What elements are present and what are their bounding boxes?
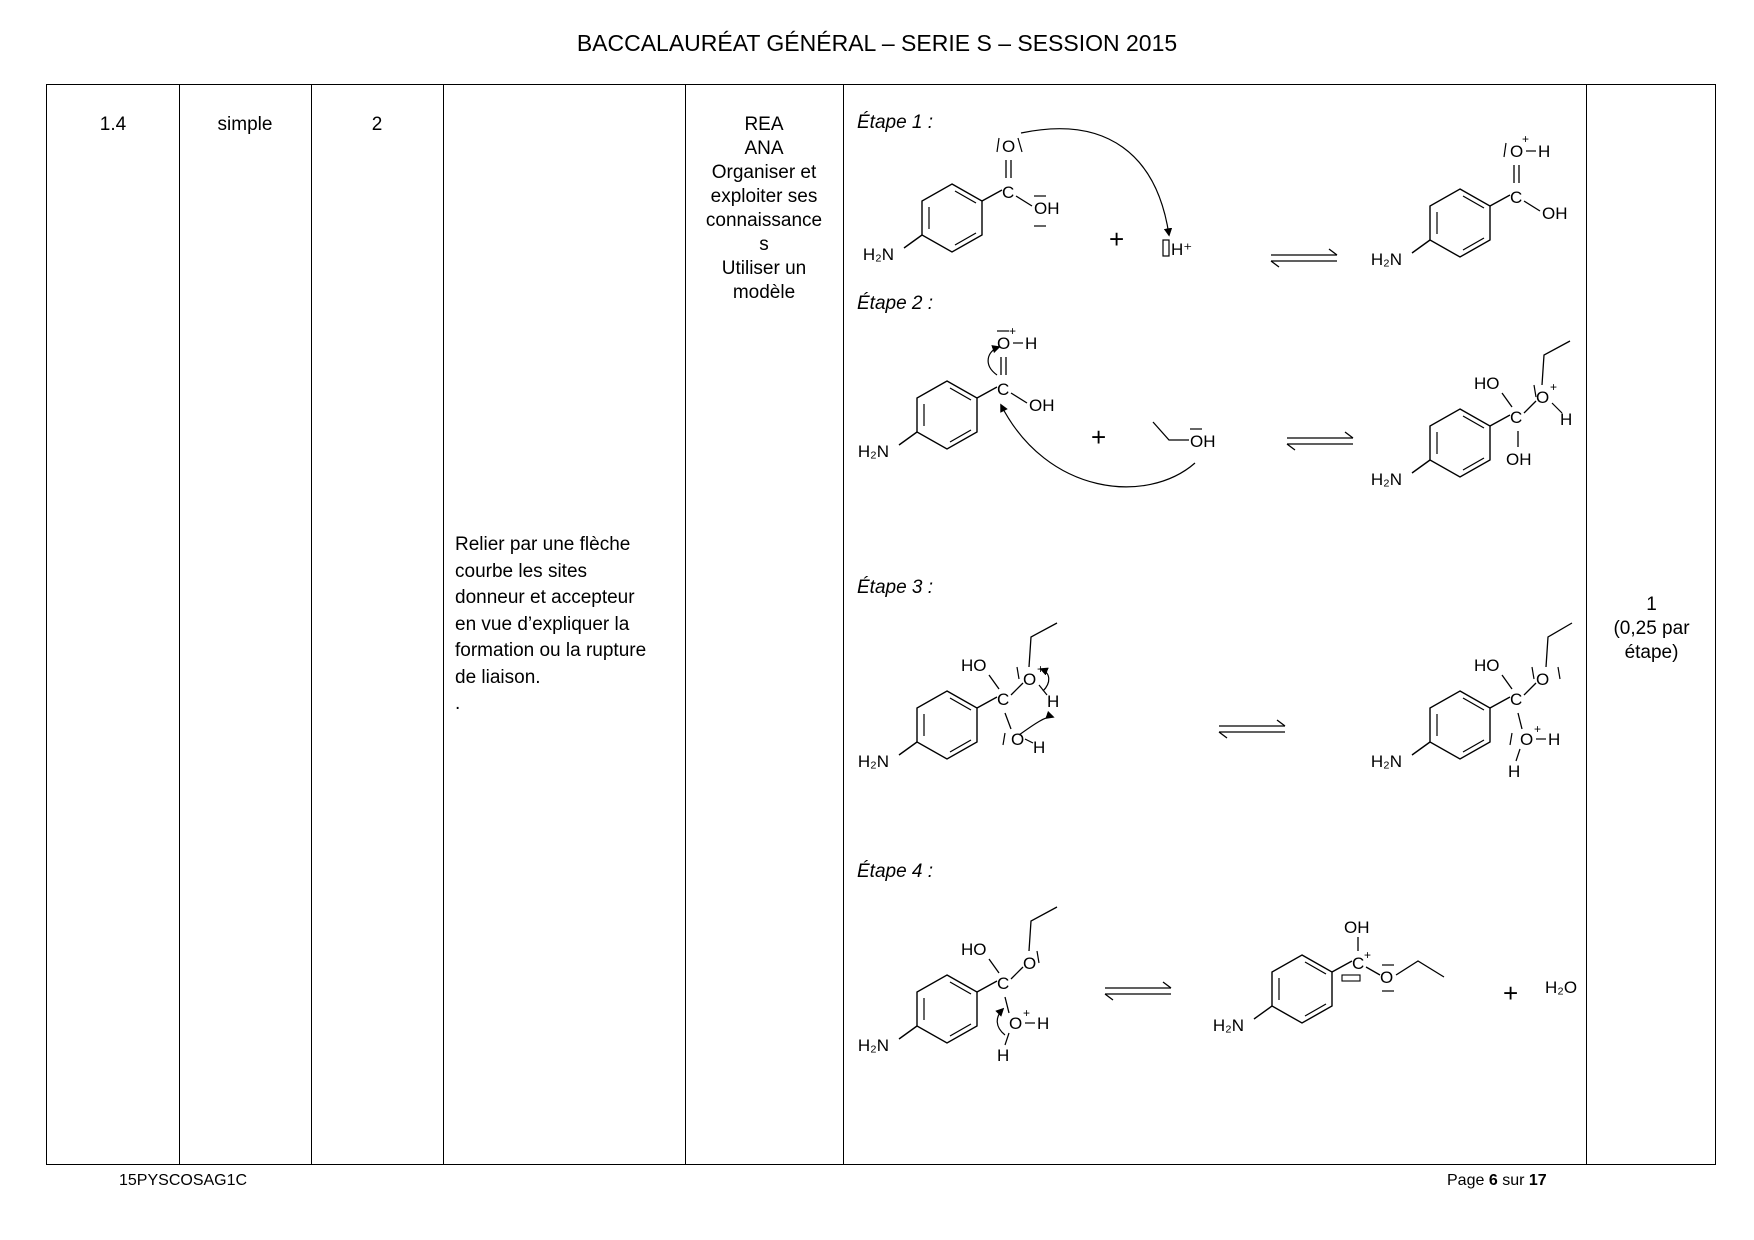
svg-text:H₂N: H₂N bbox=[1371, 250, 1402, 269]
step-4-product: H₂N C + OH O bbox=[1213, 918, 1445, 1035]
points-column: 2 bbox=[371, 114, 383, 135]
water-label: H₂O bbox=[1545, 978, 1577, 997]
svg-text:H₂N: H₂N bbox=[1213, 1016, 1244, 1035]
svg-text:O: O bbox=[1023, 670, 1036, 689]
svg-text:O: O bbox=[1023, 954, 1036, 973]
page-number: Page 6 sur 17 bbox=[1447, 1172, 1547, 1189]
svg-text:HO: HO bbox=[1474, 374, 1500, 393]
svg-text:H: H bbox=[1047, 692, 1059, 711]
step-1-reactant: H₂N C O OH bbox=[863, 137, 1060, 264]
svg-text:H: H bbox=[1025, 334, 1037, 353]
svg-text:HO: HO bbox=[1474, 656, 1500, 675]
amine-label: H₂N bbox=[863, 245, 894, 264]
proton-label: H⁺ bbox=[1171, 240, 1192, 259]
question-type: simple bbox=[217, 114, 273, 135]
equilibrium-arrow bbox=[1104, 981, 1172, 1001]
column-divider bbox=[179, 85, 180, 1164]
svg-text:+: + bbox=[1037, 662, 1044, 676]
step-3-label: Étape 3 : bbox=[857, 577, 934, 598]
page-title: BACCALAURÉAT GÉNÉRAL – SERIE S – SESSION… bbox=[576, 30, 1178, 56]
step-2-label: Étape 2 : bbox=[857, 293, 934, 314]
svg-text:+: + bbox=[1550, 380, 1557, 394]
svg-text:OH: OH bbox=[1344, 918, 1370, 937]
svg-text:H₂N: H₂N bbox=[858, 752, 889, 771]
hydroxyl-label: OH bbox=[1034, 199, 1060, 218]
svg-text:O: O bbox=[1536, 670, 1549, 689]
svg-text:C: C bbox=[997, 380, 1009, 399]
svg-text:+: + bbox=[1522, 132, 1529, 146]
svg-text:H₂N: H₂N bbox=[1371, 752, 1402, 771]
svg-text:OH: OH bbox=[1542, 204, 1568, 223]
svg-text:H: H bbox=[1508, 762, 1520, 781]
svg-text:C: C bbox=[1352, 954, 1364, 973]
step-1-product: H₂N C O + H OH bbox=[1371, 132, 1568, 269]
svg-text:H: H bbox=[1548, 730, 1560, 749]
svg-text:HO: HO bbox=[961, 940, 987, 959]
svg-text:O: O bbox=[1009, 1014, 1022, 1033]
svg-text:H₂N: H₂N bbox=[858, 442, 889, 461]
step-3-reactant: H₂N C HO O + H O H bbox=[858, 622, 1059, 771]
mechanism-drawing: H₂N C O OH + H⁺ H₂N C O + bbox=[858, 128, 1577, 1065]
column-divider bbox=[443, 85, 444, 1164]
oxygen-label: O bbox=[1002, 137, 1015, 156]
plus-sign: + bbox=[1109, 224, 1124, 254]
svg-text:C: C bbox=[997, 974, 1009, 993]
column-divider bbox=[311, 85, 312, 1164]
step-4-label: Étape 4 : bbox=[857, 861, 934, 882]
step-1-label: Étape 1 : bbox=[857, 112, 934, 133]
carbon-label: C bbox=[1002, 183, 1014, 202]
svg-text:H₂N: H₂N bbox=[1371, 470, 1402, 489]
svg-text:+: + bbox=[1091, 422, 1106, 452]
svg-text:H: H bbox=[997, 1046, 1009, 1065]
column-divider bbox=[843, 85, 844, 1164]
column-divider bbox=[685, 85, 686, 1164]
svg-text:H: H bbox=[1538, 142, 1550, 161]
svg-text:O: O bbox=[1380, 968, 1393, 987]
svg-text:C: C bbox=[997, 690, 1009, 709]
step-3-product: H₂N C HO O O + H H bbox=[1371, 622, 1573, 781]
svg-text:O: O bbox=[1011, 730, 1024, 749]
svg-text:HO: HO bbox=[961, 656, 987, 675]
svg-text:H: H bbox=[1033, 738, 1045, 757]
svg-text:H₂N: H₂N bbox=[858, 1036, 889, 1055]
ethanol: OH bbox=[1152, 421, 1216, 451]
document-code: 15PYSCOSAG1C bbox=[119, 1172, 248, 1189]
svg-text:+: + bbox=[1534, 722, 1541, 736]
svg-text:O: O bbox=[1520, 730, 1533, 749]
equilibrium-arrow bbox=[1270, 248, 1338, 268]
column-divider bbox=[1586, 85, 1587, 1164]
svg-text:+: + bbox=[1023, 1006, 1030, 1020]
svg-text:+: + bbox=[1009, 324, 1016, 338]
equilibrium-arrow bbox=[1218, 719, 1286, 739]
svg-text:C: C bbox=[1510, 408, 1522, 427]
equilibrium-arrow bbox=[1286, 431, 1354, 451]
svg-text:+: + bbox=[1364, 948, 1371, 962]
svg-text:+: + bbox=[1503, 978, 1518, 1008]
question-number: 1.4 bbox=[99, 114, 127, 135]
svg-text:H: H bbox=[1560, 410, 1572, 429]
step-2-reactant: H₂N C O + H OH bbox=[858, 324, 1055, 461]
svg-text:OH: OH bbox=[1190, 432, 1216, 451]
step-4-reactant: H₂N C HO O O + H H bbox=[858, 906, 1058, 1065]
svg-text:H: H bbox=[1037, 1014, 1049, 1033]
svg-text:OH: OH bbox=[1029, 396, 1055, 415]
svg-text:OH: OH bbox=[1506, 450, 1532, 469]
svg-text:O: O bbox=[1536, 388, 1549, 407]
svg-text:C: C bbox=[1510, 188, 1522, 207]
svg-text:C: C bbox=[1510, 690, 1522, 709]
step-2-product: H₂N C HO O + H OH bbox=[1371, 340, 1572, 489]
svg-text:O: O bbox=[1510, 142, 1523, 161]
